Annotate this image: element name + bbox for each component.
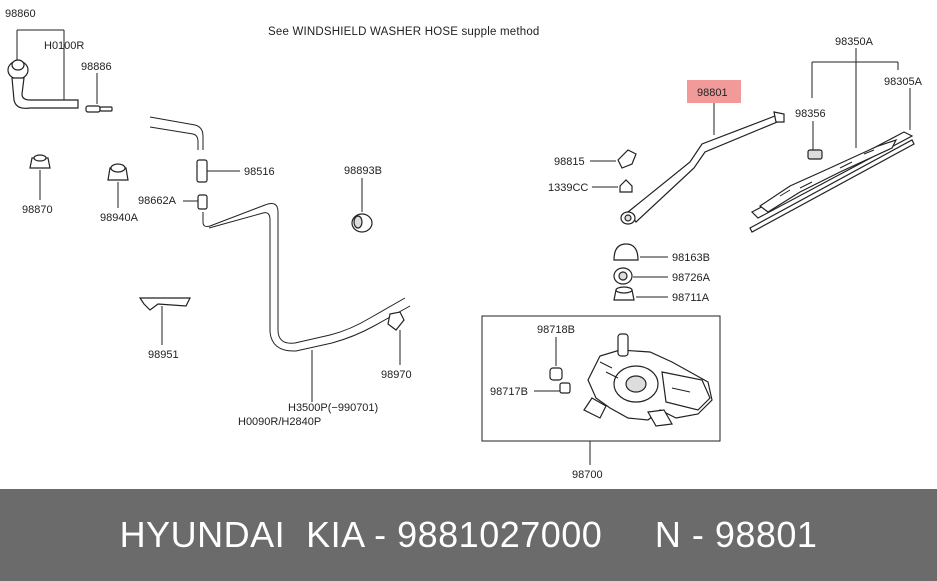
part-number-footer: HYUNDAI KIA - 9881027000 N - 98801 — [0, 489, 937, 581]
label-98970: 98970 — [381, 369, 412, 381]
label-98350a: 98350A — [835, 36, 874, 48]
highlight-98801 — [687, 80, 741, 103]
label-98951: 98951 — [148, 349, 179, 361]
label-98700: 98700 — [572, 469, 603, 481]
part-98893b-grommet — [351, 178, 373, 233]
label-98870: 98870 — [22, 204, 53, 216]
part-98815-cap — [590, 149, 637, 169]
label-98726a: 98726A — [672, 272, 711, 284]
part-98870-grommet — [29, 154, 51, 200]
parts-diagram-svg: See WINDSHIELD WASHER HOSE supple method… — [5, 8, 923, 481]
part-98711a-bushing — [613, 286, 668, 301]
part-98951-clip — [138, 297, 191, 345]
hose-h3500p — [202, 203, 411, 402]
label-h0100r: H0100R — [44, 40, 84, 52]
part-98163b-cap — [613, 243, 668, 261]
part-98356-adapter — [807, 121, 823, 160]
part-98726a-washer — [613, 267, 668, 285]
part-98801-wiper-arm — [620, 111, 785, 225]
label-98893b: 98893B — [344, 165, 382, 177]
footer-part-number-text: HYUNDAI KIA - 9881027000 N - 98801 — [119, 514, 818, 555]
label-98801: 98801 — [697, 87, 728, 99]
label-h0090r: H0090R/H2840P — [238, 416, 321, 428]
label-98886: 98886 — [81, 61, 112, 73]
label-98662a: 98662A — [138, 195, 177, 207]
part-1339cc-nut — [592, 179, 633, 193]
part-98350a-wiper-blade — [749, 131, 915, 233]
label-h3500p: H3500P(−990701) — [288, 402, 378, 414]
label-98356: 98356 — [795, 108, 826, 120]
supplement-note: See WINDSHIELD WASHER HOSE supple method — [268, 26, 540, 38]
label-98516: 98516 — [244, 166, 275, 178]
part-98717b-spacer — [534, 382, 571, 394]
part-98718b-grommet — [549, 337, 563, 381]
parts-diagram: See WINDSHIELD WASHER HOSE supple method… — [5, 8, 923, 481]
part-98886-connector — [85, 73, 113, 113]
part-98860-nozzle — [7, 29, 79, 109]
label-98305a: 98305A — [884, 76, 923, 88]
label-1339cc: 1339CC — [548, 182, 588, 194]
label-98718b: 98718B — [537, 324, 575, 336]
part-98662a-joint — [183, 194, 208, 210]
part-98940a-grommet — [107, 163, 129, 208]
label-98711a: 98711A — [672, 292, 710, 304]
label-98860: 98860 — [5, 8, 36, 20]
motor-assembly-box — [481, 315, 721, 442]
label-98163b: 98163B — [672, 252, 710, 264]
part-98516-joint — [196, 159, 240, 183]
label-98717b: 98717B — [490, 386, 528, 398]
label-98940a: 98940A — [100, 212, 139, 224]
label-98815: 98815 — [554, 156, 585, 168]
part-98700-wiper-motor — [583, 333, 713, 427]
part-98970-clip — [387, 311, 405, 365]
